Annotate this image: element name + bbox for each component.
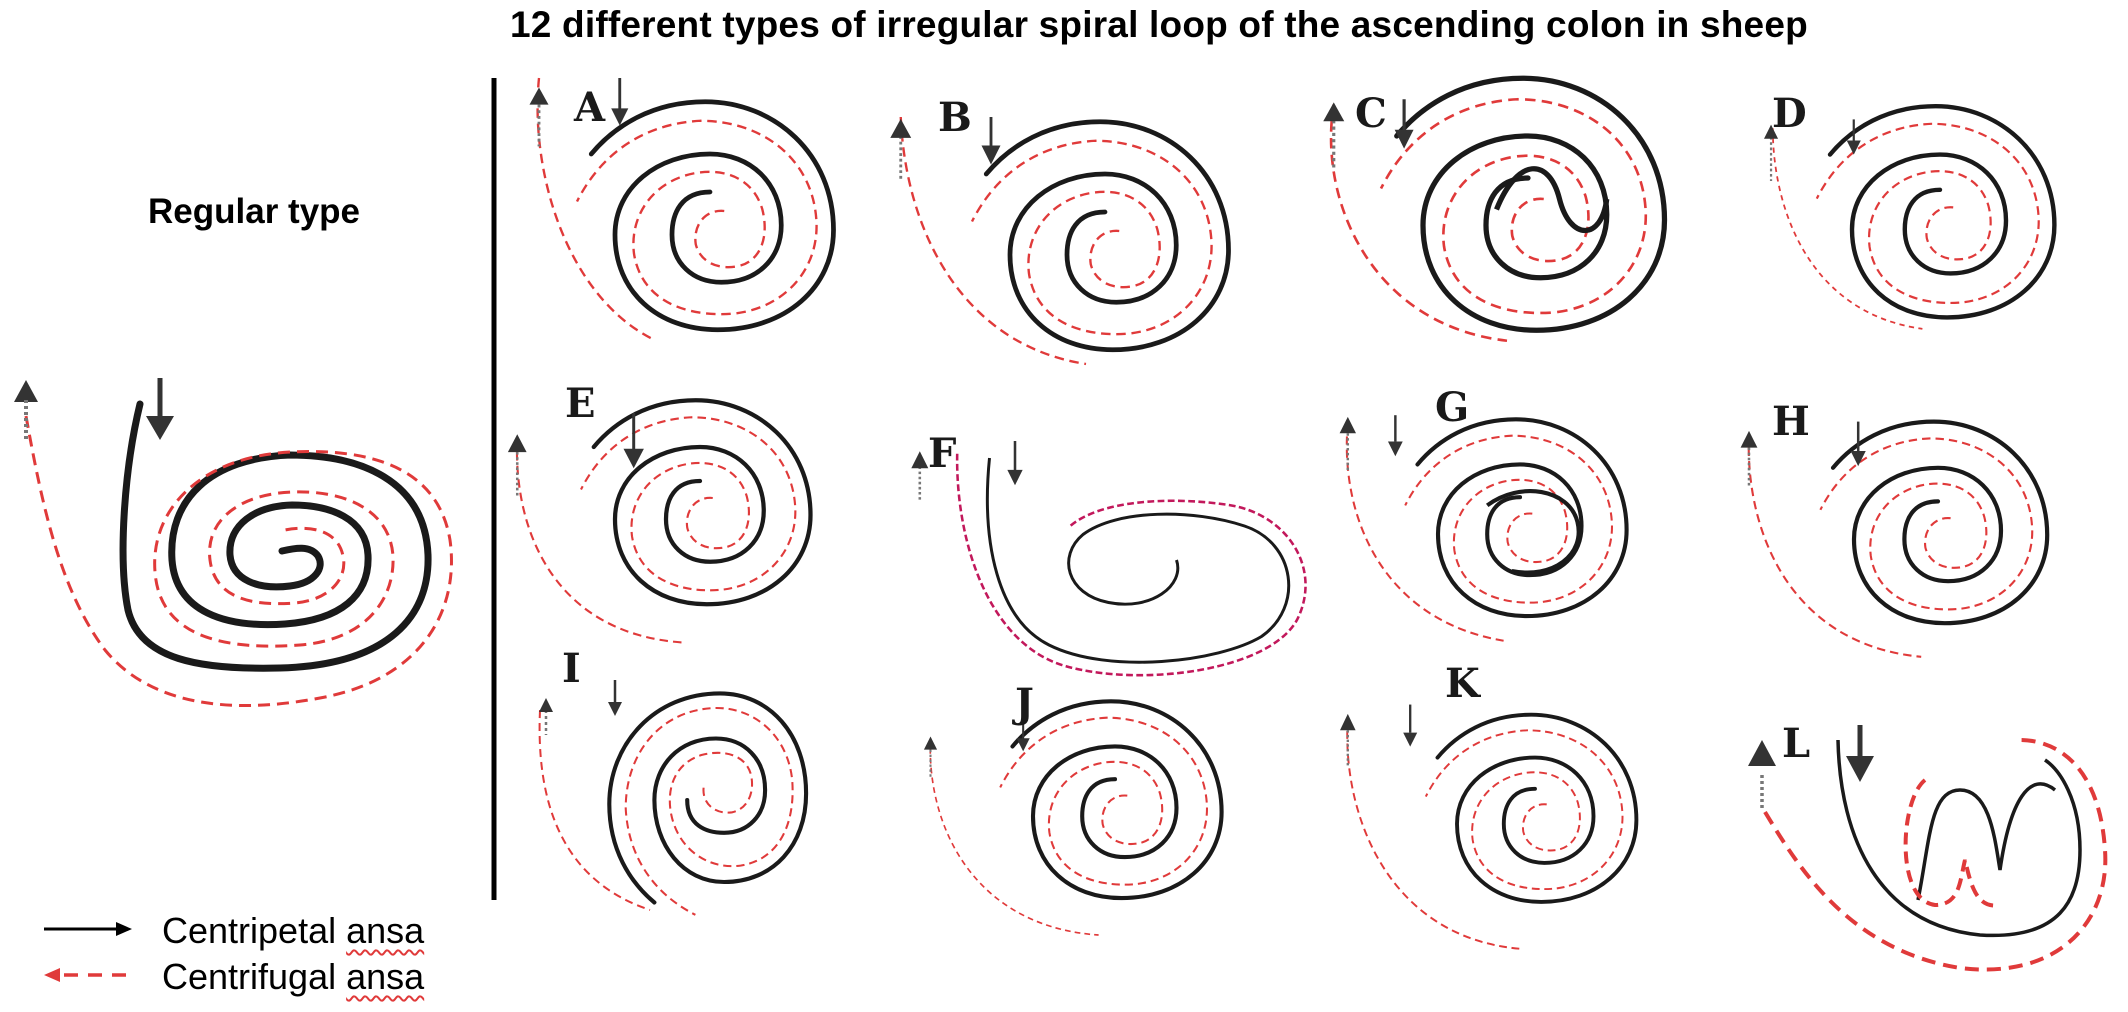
panel-D (1764, 106, 2054, 330)
panel-label-E: E (565, 380, 596, 427)
figure-title: 12 different types of irregular spiral l… (510, 4, 1808, 45)
regular-type-spiral (14, 378, 453, 707)
panel-label-I: I (562, 645, 581, 692)
panel-A (529, 77, 834, 341)
panel-E (507, 400, 811, 644)
panel-label-L: L (1782, 720, 1811, 767)
panel-B (890, 116, 1228, 366)
panel-G (1339, 415, 1627, 642)
legend-centrifugal-line (44, 968, 132, 982)
panel-J (923, 701, 1222, 936)
panel-label-D: D (1772, 90, 1807, 137)
panel-label-C: C (1355, 90, 1387, 137)
panel-label-F: F (928, 430, 957, 477)
panel-label-B: B (938, 94, 972, 141)
regular-type-label: Regular type (148, 192, 360, 231)
panel-label-K: K (1445, 660, 1480, 707)
legend-centrifugal-label: Centrifugal ansa (162, 956, 425, 997)
panel-label-G: G (1435, 384, 1470, 431)
legend-centripetal-label: Centripetal ansa (162, 910, 425, 951)
panel-label-H: H (1772, 398, 1810, 445)
panel-H (1740, 422, 2048, 658)
panel-F (911, 440, 1307, 677)
panel-I-arrows (538, 680, 651, 911)
panel-C (1323, 78, 1664, 343)
panel-label-J: J (1015, 680, 1034, 727)
panel-label-A: A (574, 84, 606, 131)
panel-K (1340, 704, 1639, 950)
legend-centripetal-line (44, 922, 132, 936)
panel-L (1748, 725, 2108, 972)
panel-I (609, 693, 806, 914)
